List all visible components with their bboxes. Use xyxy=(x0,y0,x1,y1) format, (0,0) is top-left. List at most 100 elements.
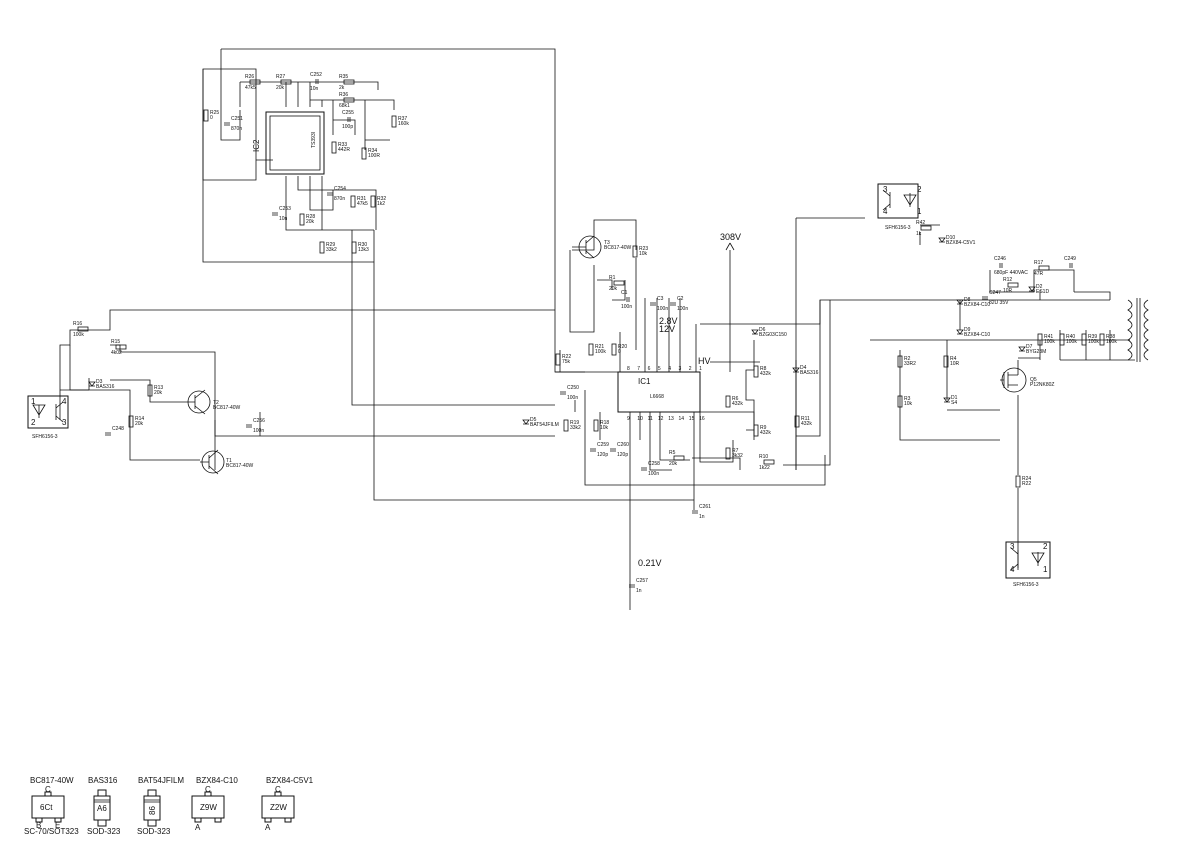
svg-text:R25: R25 xyxy=(210,110,219,116)
svg-text:D3: D3 xyxy=(96,379,103,385)
voltage-2v8: 2.8V xyxy=(659,316,678,326)
svg-text:R41: R41 xyxy=(1044,334,1053,340)
svg-text:R38: R38 xyxy=(1106,334,1115,340)
svg-text:R8: R8 xyxy=(760,366,767,372)
ic1-pin: 3 xyxy=(679,366,682,372)
optocoupler-top-right xyxy=(877,183,919,219)
svg-text:Z9W: Z9W xyxy=(200,803,217,812)
svg-text:C250: C250 xyxy=(567,385,579,391)
opto-pin-label: 2 xyxy=(1043,542,1048,551)
ic2-ref: IC2 xyxy=(252,139,261,152)
svg-text:86: 86 xyxy=(148,806,157,815)
mosfet-q5 xyxy=(1000,367,1027,393)
svg-text:0: 0 xyxy=(618,349,621,355)
svg-text:20k: 20k xyxy=(276,85,285,91)
svg-text:C253: C253 xyxy=(279,206,291,212)
svg-text:C: C xyxy=(45,785,51,794)
svg-text:T3: T3 xyxy=(604,240,610,246)
svg-text:R16: R16 xyxy=(73,321,82,327)
svg-text:20k: 20k xyxy=(669,461,678,467)
opto-pin-label: 4 xyxy=(883,207,888,216)
svg-text:1n: 1n xyxy=(699,514,705,520)
svg-text:47k5: 47k5 xyxy=(357,201,368,207)
svg-text:C258: C258 xyxy=(648,461,660,467)
svg-text:160k: 160k xyxy=(398,121,409,127)
svg-text:100k: 100k xyxy=(595,349,606,355)
svg-text:BZX84-C10: BZX84-C10 xyxy=(964,332,990,338)
ic1-pin: 12 xyxy=(658,416,664,422)
svg-text:R31: R31 xyxy=(357,196,366,202)
svg-text:R42: R42 xyxy=(916,220,925,226)
svg-text:T2: T2 xyxy=(213,400,219,406)
svg-text:R11: R11 xyxy=(801,416,810,422)
svg-text:R3: R3 xyxy=(904,396,911,402)
svg-text:BAT54JFILM: BAT54JFILM xyxy=(138,776,184,785)
svg-text:P12NK80Z: P12NK80Z xyxy=(1030,382,1054,388)
svg-text:C251: C251 xyxy=(231,116,243,122)
svg-text:C3: C3 xyxy=(657,296,664,302)
svg-text:4k02: 4k02 xyxy=(111,350,122,356)
svg-text:13k3: 13k3 xyxy=(358,247,369,253)
svg-text:C261: C261 xyxy=(699,504,711,510)
svg-text:47R: 47R xyxy=(1034,271,1044,277)
svg-text:2k: 2k xyxy=(339,85,345,91)
svg-text:20k: 20k xyxy=(306,219,315,225)
svg-text:R28: R28 xyxy=(306,214,315,220)
voltage-labels: 308V 2.8V 12V HV 0.21V xyxy=(638,232,741,568)
svg-text:R32: R32 xyxy=(377,196,386,202)
svg-text:R20: R20 xyxy=(618,344,627,350)
svg-text:BAT54JFILM: BAT54JFILM xyxy=(530,422,559,428)
svg-text:BZX84-C5V1: BZX84-C5V1 xyxy=(266,776,314,785)
svg-text:R14: R14 xyxy=(135,416,144,422)
svg-text:Q5: Q5 xyxy=(1030,377,1037,383)
svg-text:SOD-323: SOD-323 xyxy=(87,827,121,836)
svg-text:20k: 20k xyxy=(154,390,163,396)
svg-text:120p: 120p xyxy=(617,452,628,458)
ic1-ref: IC1 xyxy=(638,377,651,386)
svg-text:442R: 442R xyxy=(338,147,350,153)
svg-text:870n: 870n xyxy=(334,196,345,202)
svg-text:R12: R12 xyxy=(1003,277,1012,283)
svg-text:R10: R10 xyxy=(759,454,768,460)
opto-ref: SFH6156-3 xyxy=(32,434,58,440)
svg-text:R33: R33 xyxy=(338,142,347,148)
ic1-pin: 8 xyxy=(627,366,630,372)
hv-arrow-icon xyxy=(725,242,735,251)
svg-text:10k: 10k xyxy=(639,251,648,257)
transistor-t1 xyxy=(200,449,225,475)
svg-text:R6: R6 xyxy=(732,396,739,402)
svg-text:D4: D4 xyxy=(800,365,807,371)
svg-text:R37: R37 xyxy=(398,116,407,122)
svg-text:BC817-40W: BC817-40W xyxy=(213,405,241,411)
optocouplers xyxy=(27,183,1051,579)
svg-text:100n: 100n xyxy=(253,428,264,434)
svg-text:BYG23M: BYG23M xyxy=(1026,349,1046,355)
